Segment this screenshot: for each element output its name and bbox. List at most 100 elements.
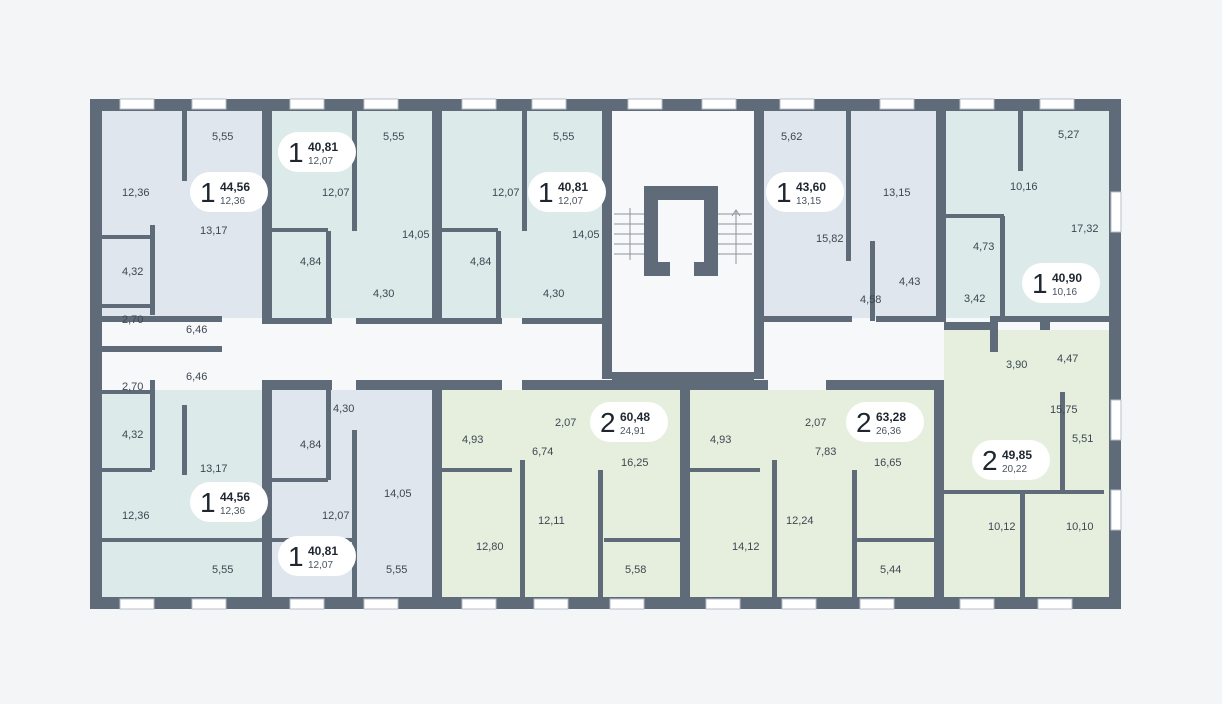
apartment-living-area: 12,07 (308, 156, 333, 167)
room-area-label: 4,43 (899, 276, 920, 288)
room-area-label: 5,55 (212, 564, 233, 576)
room-area-label: 2,70 (122, 314, 143, 326)
room-area-label: 5,55 (383, 131, 404, 143)
apartment-living-area: 12,07 (308, 560, 333, 571)
apartment-badge-bg (1022, 263, 1100, 303)
room-area-label: 14,12 (732, 541, 760, 553)
apartment-badge-bg (528, 172, 606, 212)
room-area-label: 12,07 (492, 187, 520, 199)
apartment-badge-bg (190, 482, 268, 522)
apartment-badge[interactable]: 1 40,81 12,07 (278, 536, 356, 576)
room-area-label: 4,93 (710, 434, 731, 446)
room-area-label: 7,83 (815, 446, 836, 458)
windows (119, 98, 1122, 610)
room-labels: 12,365,5513,174,322,706,465,5512,0714,05… (122, 129, 1099, 576)
apartment-total-area: 40,81 (558, 180, 588, 194)
window (859, 598, 895, 610)
window (119, 598, 155, 610)
apartment-total-area: 44,56 (220, 490, 250, 504)
room-area-label: 5,55 (553, 131, 574, 143)
partition-walls (102, 99, 1109, 609)
window (701, 98, 737, 110)
window (779, 98, 815, 110)
room-area-label: 4,84 (300, 439, 321, 451)
room-area-label: 6,74 (532, 446, 553, 458)
apartment-total-area: 43,60 (796, 180, 826, 194)
apartment-rooms-count: 1 (200, 487, 216, 518)
room-area-label: 4,32 (122, 266, 143, 278)
apartment-rooms-count: 1 (776, 177, 792, 208)
apartment-badge-bg (190, 172, 268, 212)
room-area-label: 15,82 (816, 233, 844, 245)
room-area-label: 4,93 (462, 434, 483, 446)
room-area-label: 5,27 (1058, 129, 1079, 141)
room-area-label: 10,12 (988, 521, 1016, 533)
room-area-label: 5,51 (1072, 433, 1093, 445)
apartment-rooms-count: 2 (600, 407, 616, 438)
window (363, 98, 399, 110)
apartment-living-area: 10,16 (1052, 287, 1077, 298)
room-area-label: 13,15 (883, 187, 911, 199)
room-area-label: 12,36 (122, 187, 150, 199)
room-area-label: 12,07 (322, 510, 350, 522)
room-area-label: 5,55 (212, 131, 233, 143)
apartment-living-area: 26,36 (876, 426, 901, 437)
room-area-label: 13,17 (200, 225, 228, 237)
apartment-rooms-count: 1 (288, 541, 304, 572)
room-area-label: 13,17 (200, 463, 228, 475)
room-area-label: 12,36 (122, 510, 150, 522)
window (461, 98, 497, 110)
apartment-badge-bg (846, 402, 924, 442)
apartment-rooms-count: 1 (1032, 268, 1048, 299)
window (959, 598, 995, 610)
window (363, 598, 399, 610)
room-area-label: 4,47 (1057, 353, 1078, 365)
apartment-badge-bg (278, 132, 356, 172)
apartment-total-area: 63,28 (876, 410, 906, 424)
room-area-label: 16,25 (621, 457, 649, 469)
room-area-label: 14,05 (384, 488, 412, 500)
window (1110, 489, 1122, 531)
room-area-label: 2,07 (805, 417, 826, 429)
apartment-living-area: 13,15 (796, 196, 821, 207)
room-area-label: 4,32 (122, 429, 143, 441)
room-area-label: 6,46 (186, 371, 207, 383)
room-area-label: 12,80 (476, 541, 504, 553)
room-area-label: 4,30 (333, 403, 354, 415)
apartment-living-area: 12,36 (220, 196, 245, 207)
window (461, 598, 497, 610)
window (289, 598, 325, 610)
room-area-label: 5,62 (781, 131, 802, 143)
window (1110, 399, 1122, 441)
window (289, 98, 325, 110)
apartment-badge[interactable]: 1 43,60 13,15 (766, 172, 844, 212)
window (191, 598, 227, 610)
window (531, 98, 567, 110)
room-area-label: 4,30 (543, 288, 564, 300)
room-area-label: 14,05 (572, 229, 600, 241)
apartment-total-area: 60,48 (620, 410, 650, 424)
room-area-label: 4,58 (860, 294, 881, 306)
room-area-label: 14,05 (402, 229, 430, 241)
room-area-label: 6,46 (186, 324, 207, 336)
room-area-label: 2,07 (555, 417, 576, 429)
apartment-rooms-count: 1 (538, 177, 554, 208)
window (781, 598, 817, 610)
window (1110, 191, 1122, 233)
window (191, 98, 227, 110)
window (1037, 598, 1073, 610)
apartment-total-area: 40,81 (308, 544, 338, 558)
room-area-label: 12,24 (786, 515, 814, 527)
apartment-total-area: 49,85 (1002, 448, 1032, 462)
room-area-label: 4,84 (470, 256, 491, 268)
room-area-label: 12,11 (538, 515, 565, 527)
window (959, 98, 995, 110)
